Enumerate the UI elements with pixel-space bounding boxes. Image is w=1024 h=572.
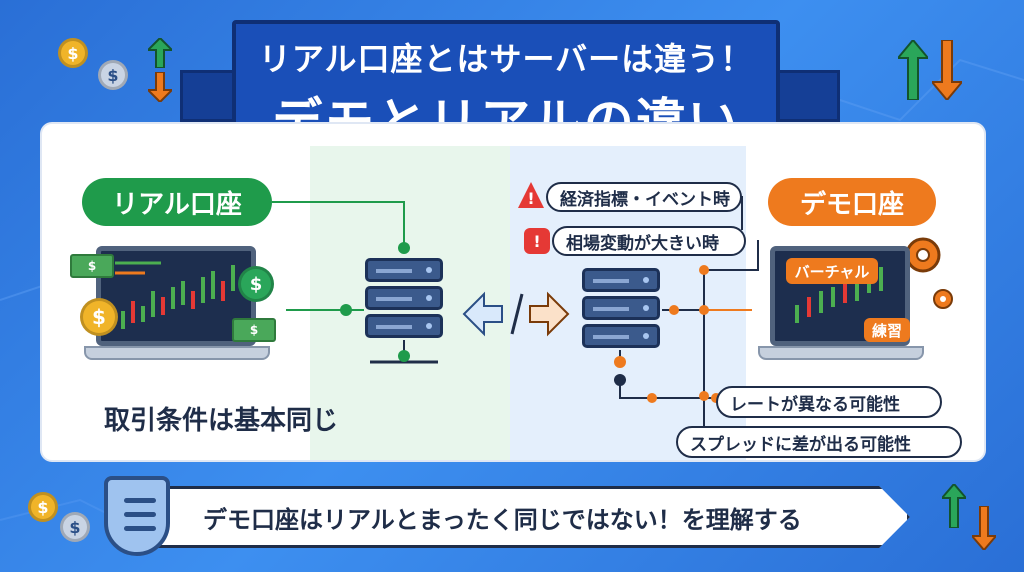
conclusion-text: デモ口座はリアルとまったく同じではない！を理解する [203,505,802,534]
real-laptop-screen [96,246,256,346]
dollar-coin-icon: $ [98,60,128,90]
arrow-down-icon [972,506,996,550]
real-chart-icon [115,261,235,329]
arrow-up-icon [942,484,966,528]
volatility-label: 相場変動が大きい時 [552,226,746,256]
demo-laptop-base [758,346,924,360]
practice-tag: 練習 [864,318,910,342]
banknote-icon: $ [70,254,114,278]
shield-check-icon [104,476,170,556]
real-server-icon [365,258,443,342]
gear-icon [933,289,953,309]
real-account-label: リアル口座 [82,178,272,226]
arrow-down-icon [932,40,962,100]
demo-account-label: デモ口座 [768,178,936,226]
spread-difference-label: スプレッドに差が出る可能性 [676,426,962,458]
exchange-arrows-icon [462,291,570,337]
economic-event-label: 経済指標・イベント時 [546,182,742,212]
alert-icon: ! [524,228,550,254]
dollar-coin-icon: $ [60,512,90,542]
rate-difference-label: レートが異なる可能性 [716,386,942,418]
banknote-icon: $ [232,318,276,342]
real-caption: 取引条件は基本同じ [104,406,339,436]
arrow-up-icon [148,38,172,68]
arrow-up-icon [898,40,928,100]
demo-server-icon [582,268,660,352]
conclusion-banner: デモ口座はリアルとまったく同じではない！を理解する [140,486,910,548]
dollar-coin-icon: $ [80,298,118,336]
virtual-tag: バーチャル [786,258,878,284]
real-laptop-base [84,346,270,360]
dollar-coin-icon: $ [238,266,274,302]
dollar-coin-icon: $ [28,492,58,522]
title-line1: リアル口座とはサーバーは違う！ [258,40,754,78]
title-ribbon-right [770,70,840,122]
dollar-coin-icon: $ [58,38,88,68]
gear-icon [905,237,941,273]
arrow-down-icon [148,72,172,102]
